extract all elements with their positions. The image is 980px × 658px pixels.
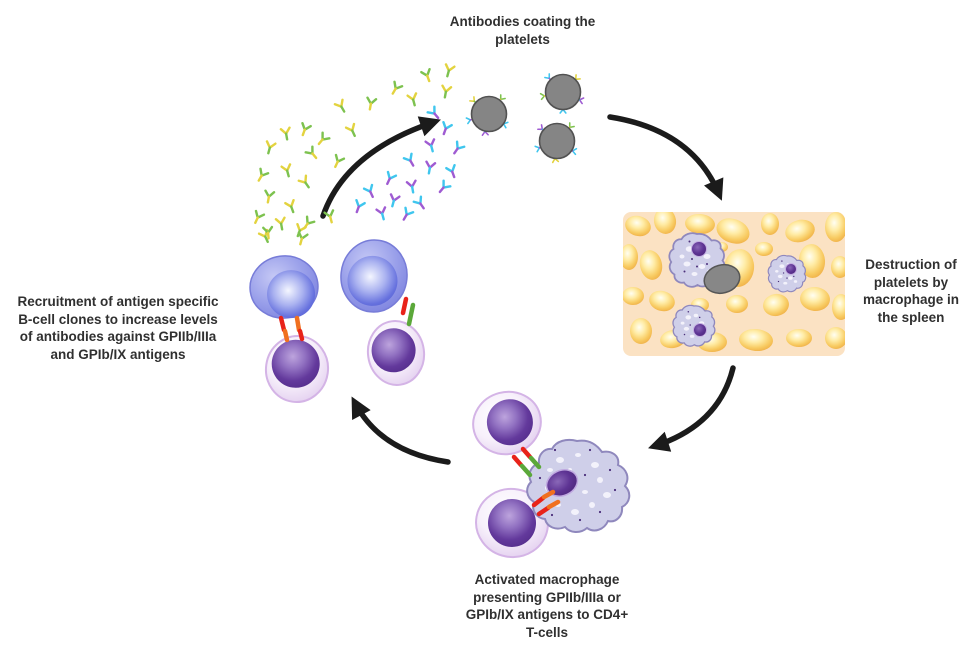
- receptor-green: [528, 455, 542, 470]
- b-cell: [340, 239, 408, 313]
- arrow-antibodies-to-platelets: [320, 116, 441, 219]
- coated-platelet: [465, 94, 509, 137]
- receptor-red: [536, 505, 551, 517]
- receptor-red: [511, 454, 524, 468]
- macrophage-icon: [672, 304, 716, 348]
- antibody-icon: [402, 152, 419, 169]
- spleen-tissue-pattern: [623, 212, 845, 352]
- activated-macrophage: [526, 438, 631, 533]
- receptor-green: [406, 302, 416, 327]
- coated-platelets: [465, 73, 585, 164]
- engulfed-platelet: [703, 263, 741, 295]
- antibody-icon: [262, 140, 277, 156]
- label-antibodies-coating: Antibodies coating the platelets: [449, 14, 596, 47]
- antibody-icon: [297, 174, 314, 191]
- t-cell-nucleus: [371, 328, 416, 373]
- t-cell-nucleus: [488, 499, 536, 547]
- t-cell-nucleus: [271, 339, 320, 388]
- antibody-icon: [262, 189, 276, 205]
- spleen-macrophage: [767, 254, 807, 293]
- spleen-macrophage-engulfing: [668, 231, 741, 295]
- platelet: [544, 73, 582, 111]
- label-activated-macrophage: Activated macrophage presenting GPIIb/II…: [465, 572, 629, 640]
- label-destruction-spleen: Destruction of platelets by macrophage i…: [862, 257, 960, 325]
- spleen-macrophage: [672, 304, 716, 348]
- receptor-red: [297, 328, 305, 342]
- receptor-orange: [541, 489, 556, 500]
- arrow-platelets-to-spleen: [607, 114, 724, 201]
- antibody-icon: [386, 193, 401, 209]
- antibody-icon: [412, 195, 429, 212]
- antibody-icon: [362, 183, 378, 200]
- macrophage-granules: [538, 448, 617, 522]
- platelet: [470, 95, 508, 133]
- receptor-red: [520, 446, 533, 460]
- receptor-red: [400, 296, 409, 316]
- antibody-icon: [445, 163, 460, 180]
- macrophage-nucleus: [785, 263, 797, 275]
- antibody-icon: [438, 120, 453, 137]
- antibody-icon: [441, 63, 456, 79]
- antibody-icon: [333, 98, 350, 115]
- macrophage-nucleus: [691, 241, 707, 257]
- antibody-icon: [279, 126, 293, 142]
- macrophage-icon: [767, 254, 807, 293]
- bcell-recruitment-group: [249, 239, 426, 403]
- antibody-icon: [398, 206, 415, 223]
- antibody-icon: [439, 84, 453, 100]
- antibody-icon: [250, 209, 266, 226]
- receptor-orange: [282, 328, 290, 343]
- antibody-icon: [330, 153, 346, 170]
- t-cell-nucleus: [486, 399, 533, 446]
- receptor-orange: [294, 315, 302, 333]
- label-bcell-recruitment: Recruitment of antigen specific B-cell c…: [17, 294, 219, 362]
- antibody-icon: [405, 179, 419, 195]
- receptor-green: [519, 463, 533, 478]
- macrophage-nucleus: [545, 469, 579, 497]
- arrow-macrophage-to-bcells: [351, 396, 451, 465]
- antibody-icon: [297, 121, 312, 138]
- antibody-icon: [364, 96, 378, 112]
- antibody-icon: [280, 163, 295, 179]
- receptor-orange: [546, 499, 561, 510]
- antibody-icon: [375, 206, 390, 222]
- antibody-icon: [253, 167, 270, 184]
- coated-platelet: [539, 73, 585, 114]
- antibody-icon: [426, 105, 443, 122]
- antibody-icon: [387, 80, 404, 97]
- antibody-icon: [284, 198, 299, 215]
- antibody-icon: [449, 140, 466, 157]
- t-cell: [475, 487, 549, 559]
- antibody-cloud: [250, 63, 466, 247]
- t-cell: [366, 320, 426, 386]
- arrow-spleen-to-macrophage: [648, 365, 736, 452]
- antibody-icon: [435, 179, 452, 196]
- receptor-connectors: [278, 296, 416, 343]
- antibody-icon: [382, 170, 398, 187]
- antibody-icon: [423, 160, 437, 176]
- b-cell-nucleus: [347, 255, 398, 306]
- platelet: [538, 122, 576, 160]
- cycle-arrows: [320, 114, 736, 465]
- antibody-icon: [344, 122, 360, 139]
- spleen-box: [623, 212, 845, 356]
- t-cell: [472, 390, 542, 456]
- t-cell: [264, 335, 330, 403]
- antibody-icon: [424, 138, 439, 154]
- antibody-icon: [304, 145, 321, 162]
- b-cell-nucleus: [267, 270, 316, 319]
- b-cell: [249, 255, 319, 319]
- antibody-icon: [314, 131, 331, 148]
- antibody-icon: [351, 198, 366, 215]
- antigen-presentation-group: [472, 390, 631, 559]
- receptor-red: [531, 495, 546, 508]
- receptor-connectors: [511, 446, 561, 517]
- macrophage-nucleus: [693, 323, 707, 337]
- antibody-icon: [420, 67, 435, 84]
- antibody-icon: [274, 216, 288, 232]
- antibody-icon: [406, 92, 421, 108]
- receptor-red: [278, 315, 287, 333]
- coated-platelet: [534, 122, 578, 164]
